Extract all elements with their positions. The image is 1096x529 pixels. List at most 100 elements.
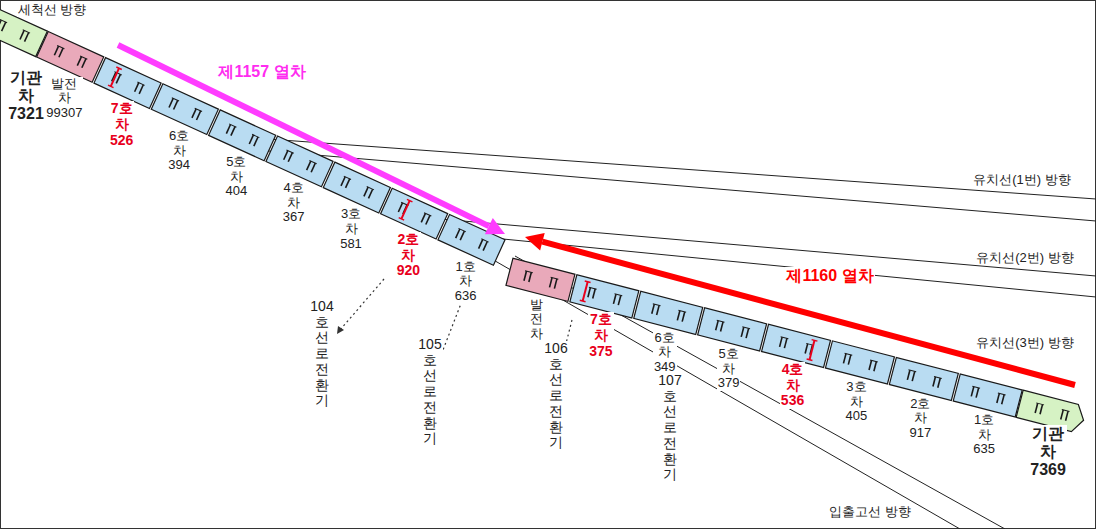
passenger-car xyxy=(825,341,894,384)
door-mark xyxy=(807,359,813,361)
bogie-mark xyxy=(1035,403,1038,413)
car-label: 발전차 xyxy=(529,298,544,342)
bogie-mark xyxy=(593,289,596,299)
bogie-mark xyxy=(1062,409,1070,411)
arrow-head xyxy=(485,218,505,234)
bogie-mark xyxy=(717,320,725,322)
bogie-mark xyxy=(908,370,916,372)
track-rail xyxy=(245,149,1096,221)
bogie-mark xyxy=(77,57,81,66)
bogie-mark xyxy=(252,134,259,137)
car-label: 발전차 99307 xyxy=(45,77,83,121)
bogie-mark xyxy=(1066,411,1069,421)
bogie-mark xyxy=(0,19,7,22)
bogie-mark xyxy=(137,82,144,85)
passenger-car xyxy=(953,374,1022,417)
bogie-mark xyxy=(226,124,230,133)
bogie-mark xyxy=(525,271,533,273)
bogie-mark xyxy=(344,176,351,179)
track-rail xyxy=(490,258,960,529)
bogie-mark xyxy=(588,288,591,298)
bogie-mark xyxy=(657,305,660,315)
bogie-mark xyxy=(483,242,487,251)
bogie-mark xyxy=(460,231,464,240)
car-label: 7호차 375 xyxy=(588,312,613,359)
bogie-mark xyxy=(139,85,143,94)
bogie-mark xyxy=(652,304,655,314)
door-mark xyxy=(116,67,121,69)
direction-label: 세척선 방향 xyxy=(17,3,88,18)
bogie-mark xyxy=(0,20,1,29)
bogie-mark xyxy=(341,177,345,186)
bogie-mark xyxy=(424,213,431,216)
movement-arrow xyxy=(118,45,505,234)
switch-label: 106호 선로전환기 xyxy=(543,341,568,451)
bogie-mark xyxy=(933,377,936,387)
bogie-mark xyxy=(364,187,368,196)
switch-label: 104호 선로전환기 xyxy=(309,299,334,409)
bogie-mark xyxy=(907,370,910,380)
bogie-mark xyxy=(938,378,941,388)
bogie-mark xyxy=(615,294,623,296)
bogie-mark xyxy=(554,279,557,289)
bogie-mark xyxy=(249,135,253,144)
bogie-mark xyxy=(192,109,196,118)
bogie-mark xyxy=(780,337,783,347)
bogie-mark xyxy=(550,278,553,288)
bogie-mark xyxy=(57,45,64,48)
bogie-mark xyxy=(172,98,179,101)
bogie-mark xyxy=(524,271,527,281)
bogie-mark xyxy=(20,30,24,39)
bogie-mark xyxy=(231,127,235,136)
locomotive-label: 기관차 7321 xyxy=(7,69,45,123)
bogie-mark xyxy=(589,287,597,289)
bogie-mark xyxy=(613,294,616,304)
bogie-mark xyxy=(848,355,851,365)
bogie-mark xyxy=(2,22,6,31)
door-mark xyxy=(401,201,409,219)
bogie-mark xyxy=(398,203,402,212)
bogie-mark xyxy=(481,239,488,242)
bogie-mark xyxy=(874,362,877,372)
door-mark xyxy=(583,282,588,301)
bogie-mark xyxy=(742,327,750,329)
car-label: 3호차 405 xyxy=(845,380,869,424)
train xyxy=(0,5,505,265)
train-number: 제1157 열차 xyxy=(217,63,306,81)
bogie-mark xyxy=(197,111,201,120)
bogie-mark xyxy=(426,215,430,224)
door-mark xyxy=(108,85,113,87)
bogie-mark xyxy=(82,59,86,68)
track-rail xyxy=(515,256,1005,529)
bogie-mark xyxy=(346,179,350,188)
passenger-car xyxy=(698,308,767,351)
train-number: 제1160 열차 xyxy=(785,267,874,285)
door-mark xyxy=(585,281,591,283)
direction-label: 유치선(1번) 방향 xyxy=(972,173,1072,188)
bogie-mark xyxy=(976,388,979,398)
bogie-mark xyxy=(307,161,311,170)
generator-car xyxy=(37,32,104,83)
bogie-mark xyxy=(59,48,63,57)
bogie-mark xyxy=(458,228,465,231)
bogie-mark xyxy=(116,74,120,83)
train xyxy=(506,258,1087,434)
direction-label: 유치선(3번) 방향 xyxy=(975,336,1075,351)
bogie-mark xyxy=(716,321,719,331)
bogie-mark xyxy=(997,393,1000,403)
bogie-mark xyxy=(972,386,980,388)
bogie-mark xyxy=(25,33,29,42)
bogie-mark xyxy=(912,371,915,381)
bogie-mark xyxy=(456,229,460,238)
bogie-mark xyxy=(169,98,173,107)
bogie-mark xyxy=(1040,404,1043,414)
leader-heads xyxy=(337,326,672,408)
bogie-mark xyxy=(805,344,808,354)
leader-line xyxy=(340,279,384,330)
door-mark xyxy=(111,68,119,86)
car-label: 7호차 526 xyxy=(109,101,134,148)
bogie-mark xyxy=(229,124,236,127)
bogie-mark xyxy=(781,337,789,339)
passenger-car xyxy=(634,291,703,334)
